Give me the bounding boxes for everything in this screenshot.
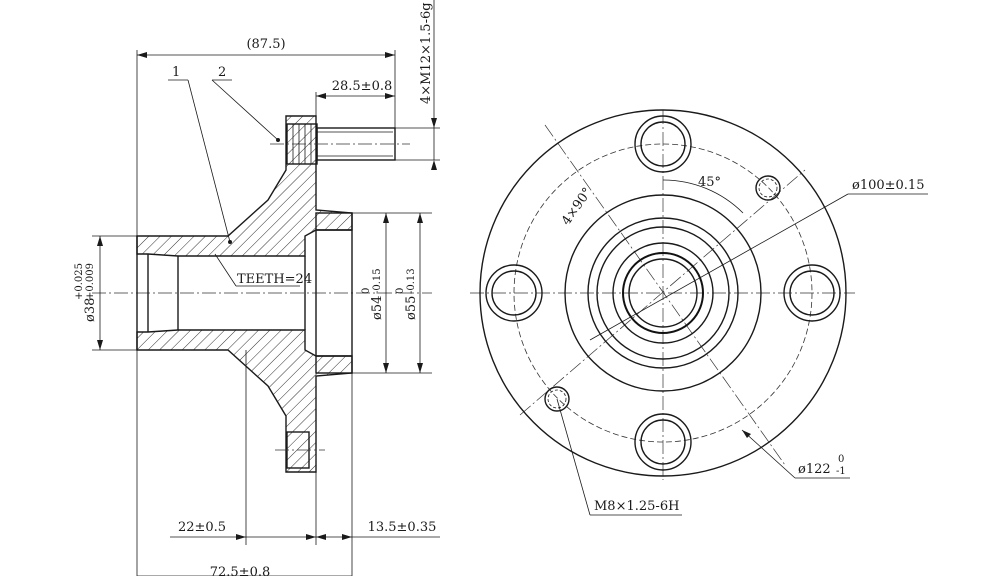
leader-tapped	[556, 398, 591, 516]
dim-stud-thread: 4×M12×1.5-6g	[419, 2, 434, 104]
leader-pcd	[589, 193, 849, 341]
bore-circle-outer	[622, 252, 704, 334]
stud-hole-left	[485, 264, 543, 322]
dim-22: 22±0.5	[178, 520, 226, 535]
dim-55-tol-lower: -0.13	[406, 268, 417, 294]
pitch-circle	[513, 143, 813, 443]
dim-54-main: ø54	[370, 296, 385, 320]
stud-hole-top	[634, 115, 692, 173]
dim-tapped-hole: M8×1.25-6H	[594, 499, 679, 514]
balloon-1: 1	[172, 65, 180, 80]
dim-angle-4x90: 4×90°	[559, 185, 596, 228]
dim-angle-45: 45°	[698, 175, 721, 190]
dim-55-main: ø55	[404, 296, 419, 320]
dim-54-tol-lower: -0.15	[372, 268, 383, 294]
front-view: 45° 4×90° ø100±0.15 ø122 0 -1 M8×1.25-6H	[470, 109, 928, 516]
dim-55-tol-upper: 0	[395, 288, 406, 294]
dim-54-tol-upper: 0	[361, 288, 372, 294]
leader-flange-dia	[741, 429, 796, 479]
pilot-boss	[315, 212, 353, 374]
section-body-lower	[136, 329, 353, 473]
dim-13-5: 13.5±0.35	[368, 520, 437, 535]
leader-teeth	[214, 253, 237, 287]
dim-flange-tol-upper: 0	[838, 454, 844, 465]
hub-ring-3	[596, 226, 730, 360]
dim-pcd: ø100±0.15	[852, 178, 924, 193]
label-teeth: TEETH=24	[237, 272, 312, 287]
tapped-hole-upper	[755, 175, 781, 201]
flange-outer-circle	[479, 109, 847, 477]
hub-ring-4	[612, 242, 714, 344]
balloon-2: 2	[218, 65, 226, 80]
bore-circle-inner	[628, 258, 698, 328]
arc-45	[662, 179, 744, 214]
front-centerline-diag-a	[544, 124, 786, 466]
stud-hole-bottom	[634, 413, 692, 471]
dim-bore-tol-upper: +0.025	[74, 263, 85, 300]
hub-ring-1	[564, 194, 762, 392]
dim-72-5: 72.5±0.8	[210, 565, 271, 576]
stud-hole-right	[783, 264, 841, 322]
dim-bore-tol-lower: +0.009	[85, 263, 96, 300]
dim-flange-tol-lower: -1	[836, 466, 846, 477]
leader-1	[187, 79, 231, 243]
tapped-hole-lower	[544, 386, 570, 412]
dim-flange-main: ø122	[798, 462, 831, 477]
dim-bore-main: ø38	[83, 298, 98, 322]
section-body-upper	[136, 115, 353, 257]
front-centerline-diag-b	[519, 169, 806, 416]
dim-overall-length: (87.5)	[246, 37, 285, 52]
leader-2	[211, 79, 279, 141]
hub-ring-2	[587, 217, 739, 369]
section-view: (87.5) 28.5±0.8 4×M12×1.5-6g 1 2 TEETH=2…	[74, 0, 440, 576]
dim-stud-length: 28.5±0.8	[332, 79, 393, 94]
